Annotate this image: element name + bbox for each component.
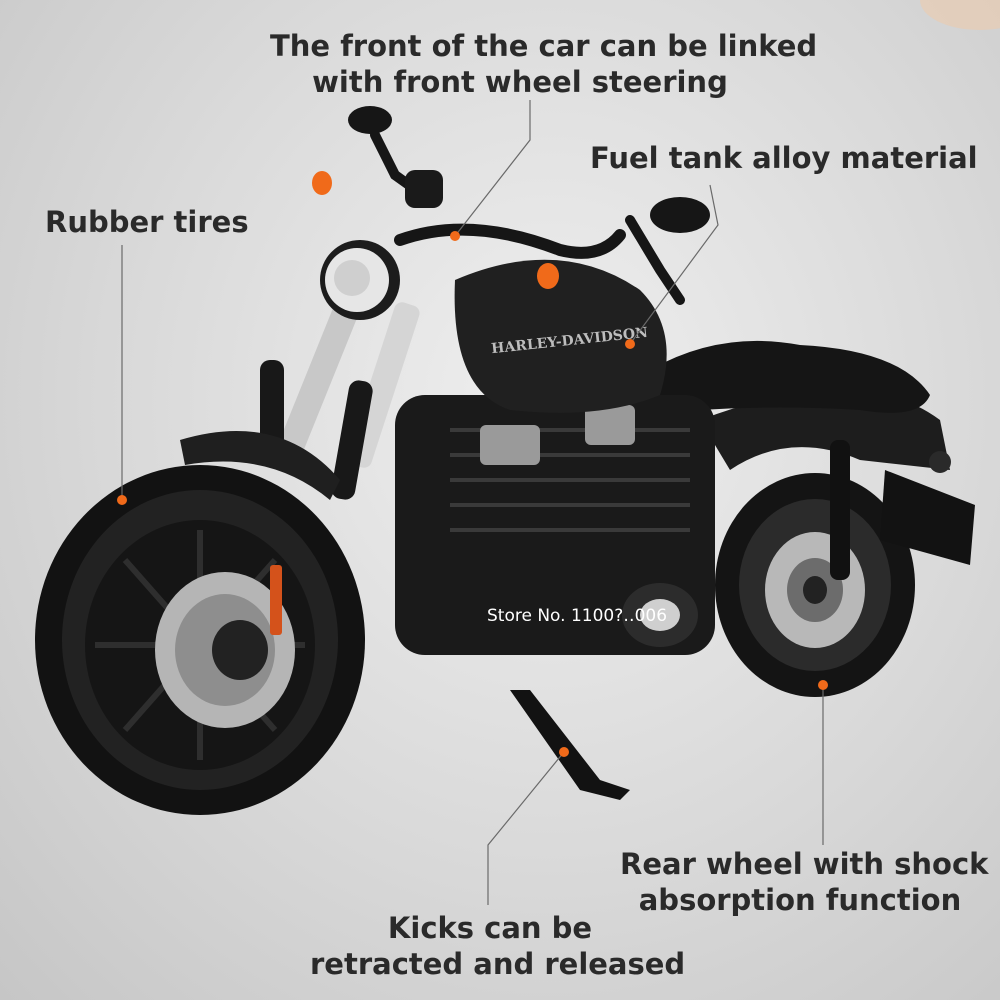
callout-rubber-tires: Rubber tires bbox=[45, 204, 249, 240]
turn-signal-right bbox=[537, 263, 559, 289]
kickstand bbox=[510, 690, 630, 800]
callout-fuel-line: Fuel tank alloy material bbox=[590, 141, 978, 175]
headlight bbox=[320, 240, 400, 320]
callout-rear-line1: Rear wheel with shock bbox=[620, 847, 989, 881]
right-mirror bbox=[650, 197, 710, 233]
callout-dots bbox=[117, 231, 828, 757]
engine bbox=[395, 395, 715, 655]
left-mirror bbox=[348, 106, 392, 134]
fuel-tank: HARLEY-DAVIDSON bbox=[454, 259, 667, 413]
callout-tires-line: Rubber tires bbox=[45, 205, 249, 239]
callout-front-steering: The front of the car can be linked with … bbox=[270, 28, 818, 100]
store-watermark: Store No. 1100?‥006 bbox=[487, 606, 668, 626]
front-fender bbox=[180, 431, 340, 500]
callout-fuel-tank: Fuel tank alloy material bbox=[590, 140, 978, 176]
turn-signal-left bbox=[312, 171, 332, 195]
callout-front-line1: The front of the car can be linked bbox=[270, 29, 818, 63]
callout-front-line2: with front wheel steering bbox=[312, 65, 728, 99]
callout-rear-shock: Rear wheel with shock absorption functio… bbox=[620, 846, 989, 918]
callout-kick-line2: retracted and released bbox=[310, 947, 686, 981]
leader-lines bbox=[121, 100, 824, 905]
front-wheel bbox=[35, 465, 365, 815]
seat bbox=[650, 340, 930, 413]
callout-kick-line1: Kicks can be bbox=[387, 911, 593, 945]
callout-rear-line2: absorption function bbox=[638, 883, 962, 917]
callout-kickstand: Kicks can be retracted and released bbox=[310, 910, 686, 982]
